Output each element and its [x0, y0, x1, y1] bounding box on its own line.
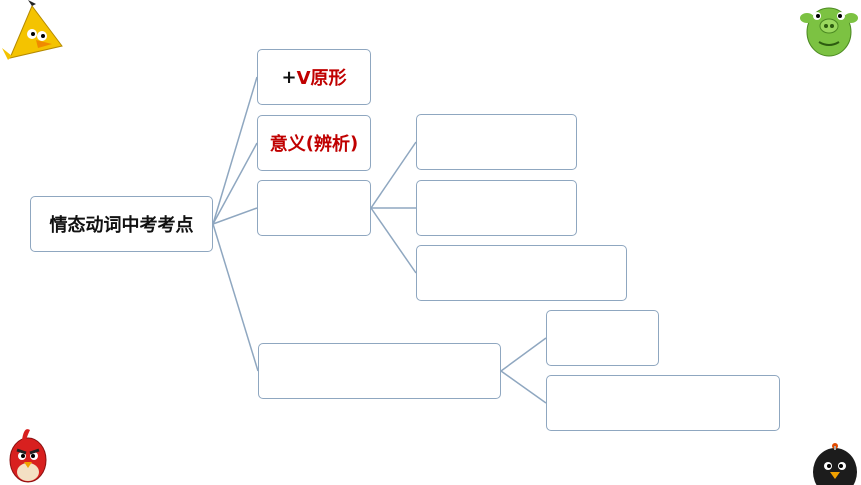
branch-node-meaning: 意义(辨析): [257, 115, 371, 171]
blank-node-branch-4: [258, 343, 501, 399]
yellow-bird-sticker: [2, 0, 63, 60]
blank-node-3b: [416, 180, 577, 236]
meaning-sub-label: 辨析: [314, 134, 350, 155]
meaning-label: 意义: [269, 134, 306, 155]
blank-node-3a: [416, 114, 577, 170]
meaning-open-paren: (: [305, 132, 314, 154]
branch-node-form: +V原形: [257, 49, 371, 105]
form-label: V原形: [296, 68, 347, 89]
meaning-close-paren: ): [350, 132, 359, 154]
blank-node-branch-3: [257, 180, 371, 236]
black-bird-sticker: [813, 443, 857, 485]
blank-node-4a: [546, 310, 659, 366]
root-label: 情态动词中考考点: [49, 215, 194, 236]
blank-node-4b: [546, 375, 780, 431]
form-prefix: +: [281, 66, 297, 88]
green-pig-sticker: [800, 7, 858, 57]
blank-node-3c: [416, 245, 627, 301]
red-bird-sticker: [9, 429, 47, 483]
root-node: 情态动词中考考点: [30, 196, 213, 252]
